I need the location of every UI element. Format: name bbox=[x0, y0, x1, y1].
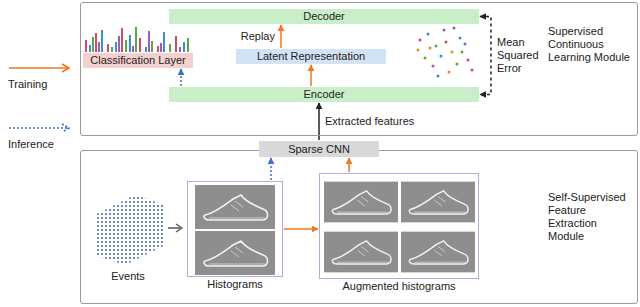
flow-arrow bbox=[180, 69, 182, 86]
box-label: Latent Representation bbox=[257, 50, 365, 63]
box-label: Sparse CNN bbox=[288, 143, 350, 156]
augmented-image bbox=[401, 182, 475, 223]
box-label: Decoder bbox=[303, 10, 345, 23]
latent-scatter bbox=[417, 27, 474, 78]
legend-text: Training bbox=[8, 78, 72, 91]
augmented-image bbox=[324, 182, 398, 223]
flow-arrow bbox=[318, 103, 320, 140]
flow-arrow bbox=[270, 158, 272, 180]
image-group: Augmented histograms bbox=[319, 173, 479, 279]
classifier-box: Classification Layer bbox=[83, 53, 193, 68]
decoder-bar: Decoder bbox=[169, 9, 479, 24]
legend-entry: Inference bbox=[8, 122, 72, 151]
legend-arrow bbox=[8, 122, 72, 134]
latent-box: Latent Representation bbox=[236, 49, 386, 64]
augmented-image bbox=[401, 232, 475, 273]
module-title: Supervised Continuous Learning Module bbox=[548, 25, 634, 64]
group-caption: Augmented histograms bbox=[342, 280, 455, 293]
picture-label: Events bbox=[108, 270, 148, 283]
legend-text: Inference bbox=[8, 138, 72, 151]
group-caption: Histograms bbox=[207, 278, 263, 291]
flow-arrow bbox=[284, 228, 318, 230]
histogram-image bbox=[195, 231, 275, 275]
box-label: Encoder bbox=[304, 88, 345, 101]
augmented-image bbox=[324, 232, 398, 273]
event-cloud bbox=[95, 195, 165, 265]
encoder-bar: Encoder bbox=[169, 87, 479, 102]
cnn-box: Sparse CNN bbox=[259, 141, 379, 157]
module-panel: Sparse CNNHistogramsAugmented histograms… bbox=[80, 150, 638, 304]
edge-label: Mean Squared Error bbox=[496, 36, 544, 75]
image-group: Histograms bbox=[187, 181, 283, 277]
flow-arrow bbox=[348, 158, 350, 172]
edge-label: Replay bbox=[240, 30, 276, 43]
box-label: Classification Layer bbox=[90, 54, 185, 67]
flow-arrow bbox=[280, 25, 282, 48]
event-arrow bbox=[168, 224, 182, 232]
legend-arrow bbox=[8, 62, 72, 74]
flow-arrow bbox=[310, 65, 312, 86]
histogram-image bbox=[195, 185, 275, 229]
edge-label: Extracted features bbox=[324, 115, 415, 128]
legend-entry: Training bbox=[8, 62, 72, 91]
class-histogram bbox=[86, 27, 188, 52]
flow-arrow bbox=[480, 17, 491, 95]
module-title: Self-Supervised Feature Extraction Modul… bbox=[548, 191, 634, 243]
